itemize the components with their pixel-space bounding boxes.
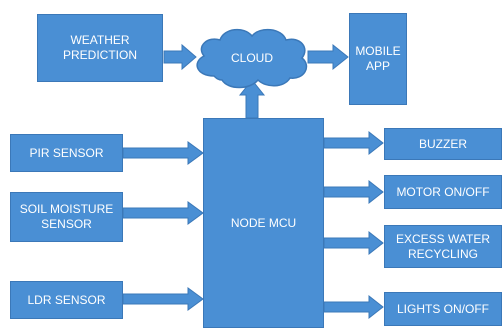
lights-box: LIGHTS ON/OFF xyxy=(384,292,502,326)
pir-sensor-box: PIR SENSOR xyxy=(10,134,123,172)
arrow-ldr-to-mcu xyxy=(122,287,204,311)
buzzer-label: BUZZER xyxy=(419,136,467,151)
node-mcu-box: NODE MCU xyxy=(203,118,324,328)
buzzer-box: BUZZER xyxy=(384,128,502,160)
arrow-soil-to-mcu xyxy=(122,201,204,225)
weather-prediction-box: WEATHER PREDICTION xyxy=(37,14,163,82)
mobile-app-label: MOBILE APP xyxy=(355,44,401,73)
motor-box: MOTOR ON/OFF xyxy=(384,175,502,209)
arrow-mcu-to-lights xyxy=(323,294,384,320)
arrow-weather-to-cloud xyxy=(163,43,197,71)
cloud-shape xyxy=(196,28,308,89)
node-mcu-label: NODE MCU xyxy=(230,215,297,230)
pir-sensor-label: PIR SENSOR xyxy=(29,145,104,160)
ldr-sensor-label: LDR SENSOR xyxy=(27,292,106,307)
excess-water-recycling-box: EXCESS WATER RECYCLING xyxy=(384,225,502,268)
ldr-sensor-box: LDR SENSOR xyxy=(10,281,123,319)
arrow-mcu-to-buzzer xyxy=(323,130,384,156)
arrow-pir-to-mcu xyxy=(122,141,204,165)
soil-moisture-sensor-box: SOIL MOISTURE SENSOR xyxy=(10,192,123,242)
arrow-cloud-to-mobile xyxy=(307,43,349,71)
arrow-mcu-to-motor xyxy=(323,179,384,205)
weather-prediction-label: WEATHER PREDICTION xyxy=(62,33,137,62)
soil-moisture-sensor-label: SOIL MOISTURE SENSOR xyxy=(19,202,114,231)
cloud-node: CLOUD xyxy=(196,44,308,72)
motor-label: MOTOR ON/OFF xyxy=(396,184,490,199)
cloud-label: CLOUD xyxy=(230,51,273,65)
excess-water-recycling-label: EXCESS WATER RECYCLING xyxy=(395,231,490,261)
arrow-mcu-to-cloud xyxy=(238,79,266,119)
mobile-app-box: MOBILE APP xyxy=(349,13,407,105)
lights-label: LIGHTS ON/OFF xyxy=(396,301,489,316)
arrow-mcu-to-excess-water xyxy=(323,230,384,256)
